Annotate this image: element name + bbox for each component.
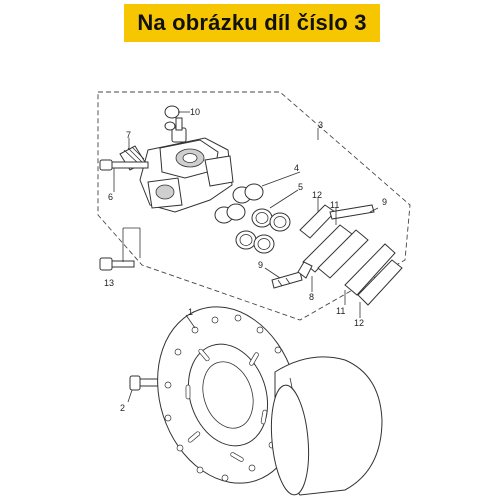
label-13: 13: [104, 278, 114, 288]
label-7: 7: [126, 130, 131, 140]
label-12-bottom: 12: [354, 318, 364, 328]
label-9-top: 9: [382, 197, 387, 207]
brake-pads: [299, 204, 403, 306]
pistons: [214, 183, 264, 224]
label-3: 3: [318, 120, 323, 130]
leader-lines: [113, 128, 379, 403]
wheel-hub: [270, 356, 383, 496]
header-banner: Na obrázku díl číslo 3: [124, 4, 380, 42]
label-2: 2: [120, 403, 125, 413]
assembly-boundary: [97, 91, 411, 321]
label-12-top: 12: [312, 190, 322, 200]
label-1: 1: [188, 307, 193, 317]
label-11-bottom: 11: [336, 306, 345, 316]
banner-title: Na obrázku díl číslo 3: [137, 10, 367, 35]
bolt-13: [99, 257, 135, 271]
pad-clips: [271, 204, 375, 289]
brake-disc: [157, 306, 299, 484]
label-9-bottom: 9: [258, 260, 263, 270]
label-4: 4: [294, 163, 299, 173]
label-10: 10: [190, 107, 200, 117]
bolt-6: [99, 159, 149, 171]
seals: [235, 208, 291, 254]
label-6: 6: [108, 192, 113, 202]
label-11-top: 11: [330, 200, 339, 210]
bleed-cap: [164, 105, 190, 131]
caliper-body: [139, 117, 234, 213]
label-8: 8: [309, 292, 314, 302]
bolt-2: [129, 375, 161, 391]
label-5: 5: [298, 182, 303, 192]
